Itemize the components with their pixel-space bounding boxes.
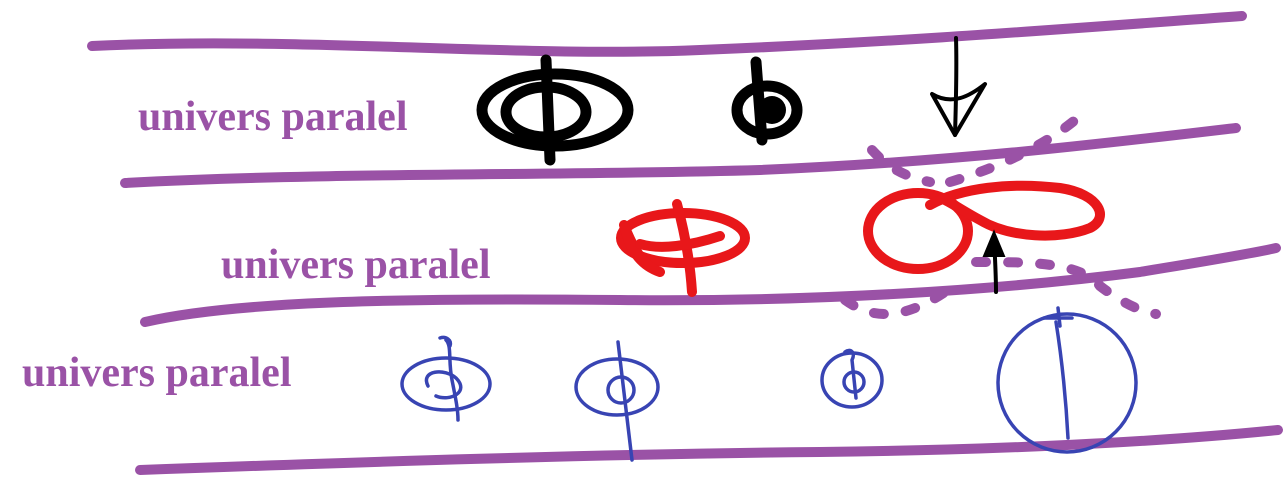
red-spin-symbol [621,204,745,292]
blue-spin-symbol-1 [402,337,490,420]
universe-label-bottom: univers paralel [22,352,292,394]
blue-spin-symbol-3 [822,350,882,407]
downward-arrow [932,38,985,135]
small-black-spin-symbol [737,62,797,140]
blue-large-circle [998,308,1136,452]
bottom-universe-symbols [402,308,1136,460]
boundary-line-1 [92,16,1242,52]
universe-label-middle: univers paralel [221,244,491,286]
large-black-spin-symbol [482,60,628,160]
boundary-line-4 [140,430,1278,470]
blue-spin-symbol-2 [576,342,658,460]
universe-label-top: univers paralel [138,96,408,138]
middle-universe-symbols [621,186,1100,292]
